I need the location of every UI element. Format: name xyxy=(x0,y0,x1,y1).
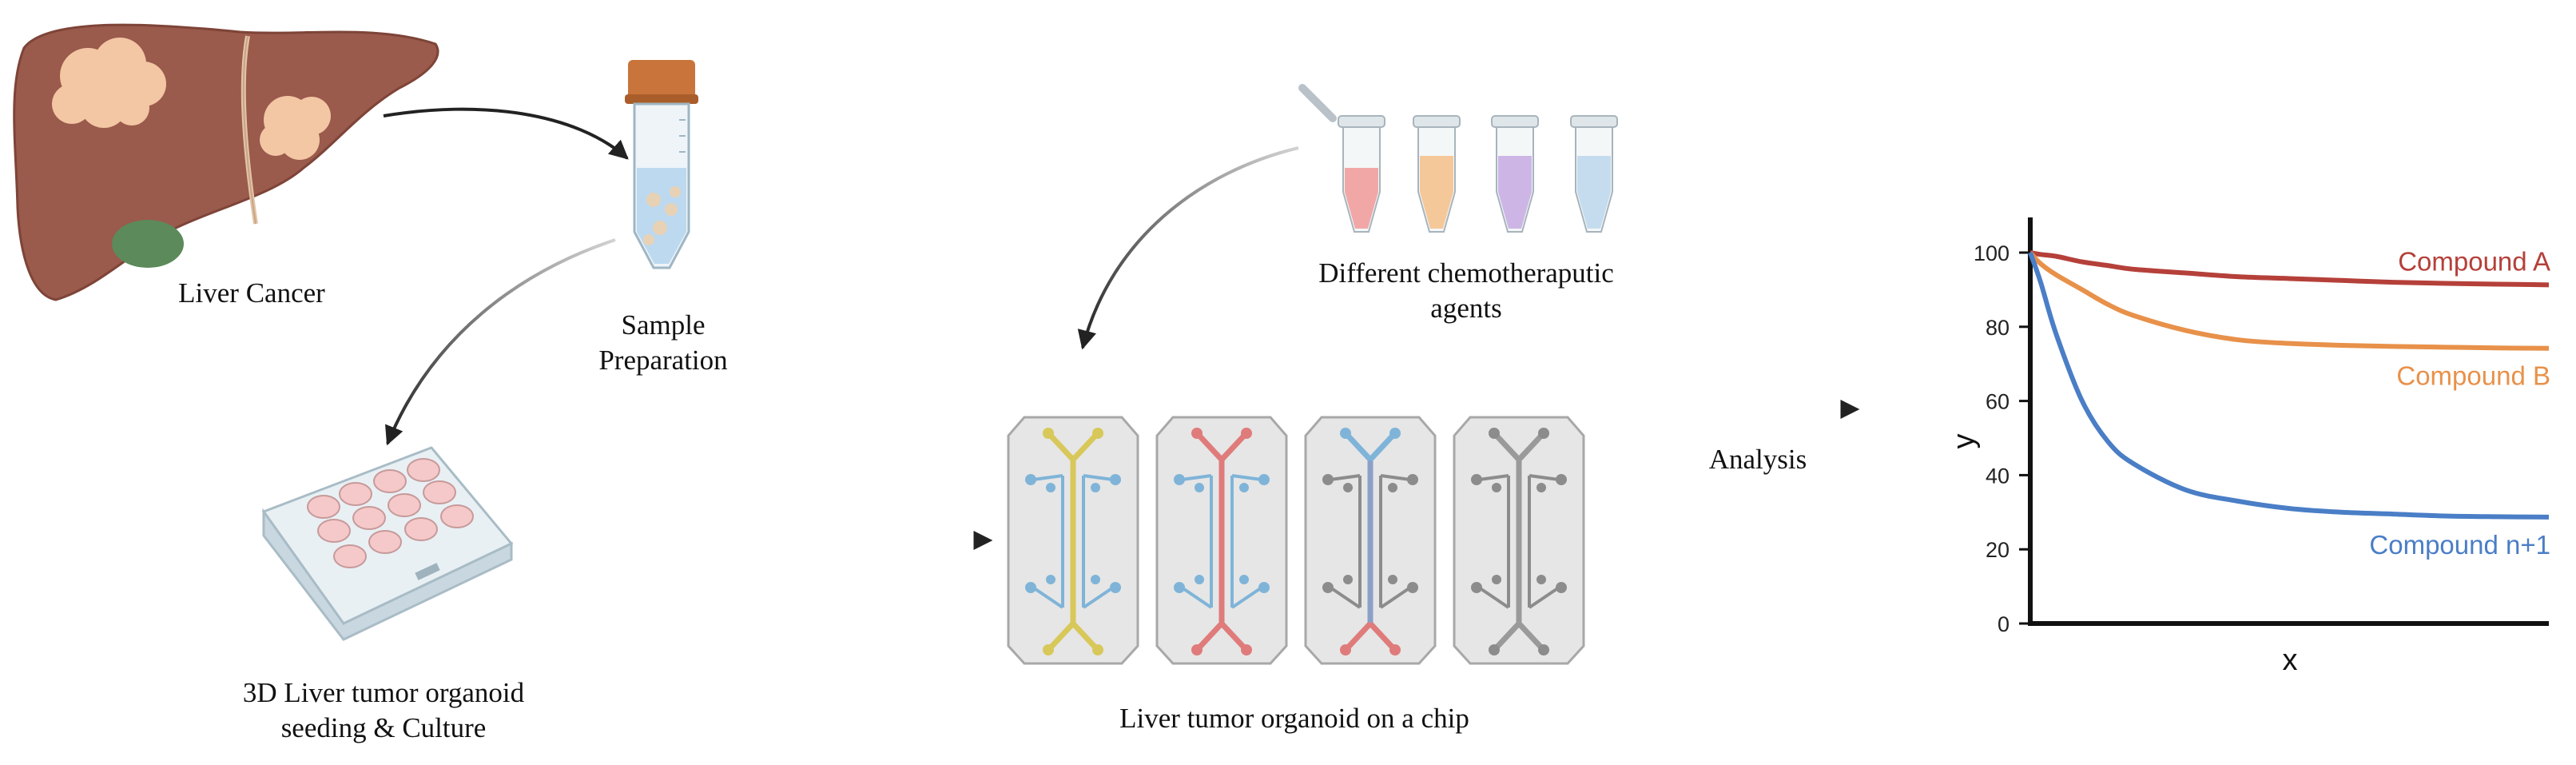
liver-illustration xyxy=(13,23,439,301)
label-liver-cancer: Liver Cancer xyxy=(178,277,325,309)
label-analysis: Analysis xyxy=(1708,444,1807,475)
series-line-compound-a xyxy=(2029,250,2550,288)
label-chemo-agents: Different chemotheraputic agents xyxy=(1270,256,1662,326)
vial-purple xyxy=(1491,115,1539,233)
label-seeding-line2: seeding & Culture xyxy=(280,712,487,743)
y-tick-label-60: 60 xyxy=(1986,390,2010,414)
sample-tube xyxy=(625,60,698,269)
label-sample-preparation: Sample Preparation xyxy=(559,308,767,378)
y-tick-label-100: 100 xyxy=(1974,241,2010,265)
x-axis-label: x xyxy=(2283,643,2298,677)
series-line-compound-b xyxy=(2028,250,2550,351)
series-lines: Compound A Compound B Compound n+1 xyxy=(2028,246,2550,560)
series-label-compound-b: Compound B xyxy=(2396,361,2550,391)
flow-arrows xyxy=(383,107,1860,550)
organoid-chips xyxy=(1007,416,1585,665)
chip-blue-red xyxy=(1304,416,1437,665)
series-line-compound-n-1 xyxy=(2028,252,2550,520)
label-seeding-line1: 3D Liver tumor organoid xyxy=(242,677,525,708)
vial-red xyxy=(1298,84,1385,233)
series-label-compound-a: Compound A xyxy=(2398,246,2550,276)
label-seeding-culture: 3D Liver tumor organoid seeding & Cultur… xyxy=(200,675,567,746)
vial-orange xyxy=(1413,115,1461,233)
chip-grey xyxy=(1453,416,1585,665)
label-agents-line2: agents xyxy=(1430,293,1502,324)
tumor-1 xyxy=(52,38,166,128)
y-tick-label-40: 40 xyxy=(1986,464,2010,488)
arrow-agents-to-chip xyxy=(1077,146,1299,350)
label-organoid-chip: Liver tumor organoid on a chip xyxy=(1119,703,1469,734)
y-tick-labels: 100 80 60 40 20 0 xyxy=(1974,241,2030,636)
well-plate xyxy=(261,446,514,641)
label-sample-preparation-line1: Sample xyxy=(621,309,706,341)
series-label-compound-n-1: Compound n+1 xyxy=(2369,530,2550,560)
y-axis-label: y xyxy=(1947,434,1981,449)
vial-blue xyxy=(1570,115,1618,233)
chip-yellow xyxy=(1007,416,1139,665)
chemo-vials xyxy=(1298,84,1618,233)
arrow-liver-to-tube xyxy=(383,107,629,160)
label-sample-preparation-line2: Preparation xyxy=(598,345,728,376)
wells xyxy=(307,458,474,568)
chip-red xyxy=(1155,416,1288,665)
label-agents-line1: Different chemotheraputic xyxy=(1318,257,1614,289)
y-tick-label-20: 20 xyxy=(1986,538,2010,562)
y-tick-label-0: 0 xyxy=(1998,612,2010,636)
y-tick-label-80: 80 xyxy=(1986,316,2010,340)
tumor-2 xyxy=(260,96,331,160)
arrow-tube-to-plate xyxy=(385,238,616,446)
